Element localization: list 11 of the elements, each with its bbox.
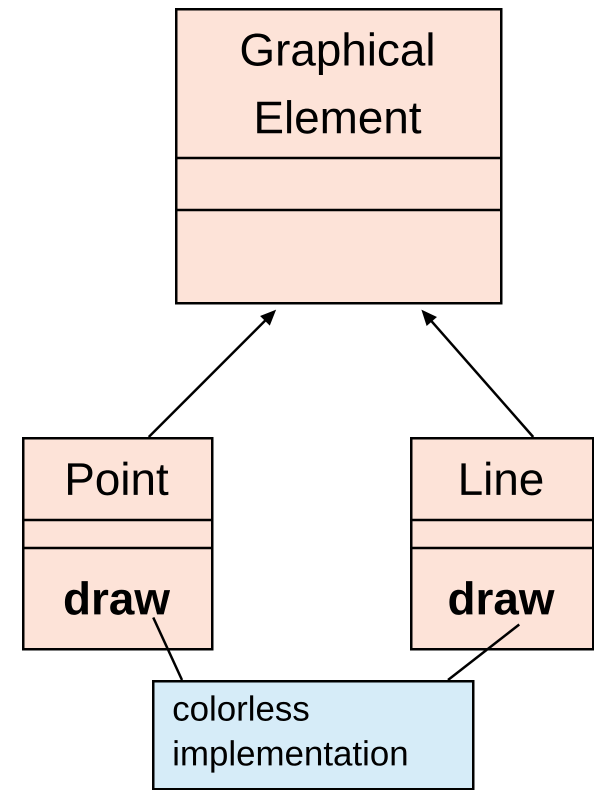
note-box: colorless implementation — [152, 680, 474, 790]
class-name: Line — [461, 462, 542, 496]
class-name: Graphical Element — [242, 32, 432, 134]
leader-line — [447, 624, 520, 681]
class-box — [22, 437, 214, 650]
leader-line — [152, 616, 184, 681]
class-name: Point — [68, 462, 168, 496]
class-box — [175, 8, 502, 304]
class-box — [410, 437, 594, 650]
method-name: draw — [449, 581, 555, 615]
method-name: draw — [64, 581, 170, 615]
